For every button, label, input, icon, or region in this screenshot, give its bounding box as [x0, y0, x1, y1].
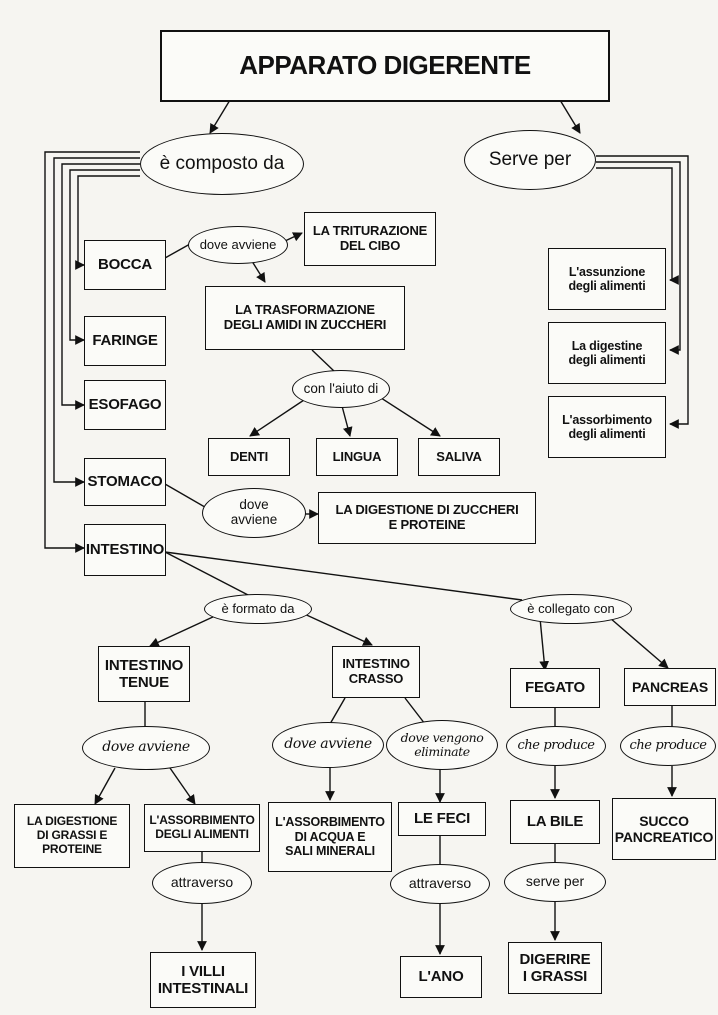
box-feci: LE FECI	[398, 802, 486, 836]
oval-crasso-attraverso: attraverso	[390, 864, 490, 904]
box-fegato: FEGATO	[510, 668, 600, 708]
oval-formato-da: è formato da	[204, 594, 312, 624]
oval-bocca-dove-avviene: dove avviene	[188, 226, 288, 264]
organ-bocca: BOCCA	[84, 240, 166, 290]
box-villi-intestinali: I VILLI INTESTINALI	[150, 952, 256, 1008]
box-assorbimento-acqua: L'ASSORBIMENTO DI ACQUA E SALI MINERALI	[268, 802, 392, 872]
box-bile: LA BILE	[510, 800, 600, 844]
organ-intestino: INTESTINO	[84, 524, 166, 576]
box-succo-pancreatico: SUCCO PANCREATICO	[612, 798, 716, 860]
serve-item-assorbimento: L'assorbimento degli alimenti	[548, 396, 666, 458]
box-digestione-zuccheri: LA DIGESTIONE DI ZUCCHERI E PROTEINE	[318, 492, 536, 544]
box-trasformazione: LA TRASFORMAZIONE DEGLI AMIDI IN ZUCCHER…	[205, 286, 405, 350]
oval-fegato-che-produce: che produce	[506, 726, 606, 766]
box-saliva: SALIVA	[418, 438, 500, 476]
box-digerire-grassi: DIGERIRE I GRASSI	[508, 942, 602, 994]
box-pancreas: PANCREAS	[624, 668, 716, 706]
box-triturazione: LA TRITURAZIONE DEL CIBO	[304, 212, 436, 266]
oval-tenue-dove-avviene: dove avviene	[82, 726, 210, 770]
serve-item-digestione: La digestine degli alimenti	[548, 322, 666, 384]
title-box: APPARATO DIGERENTE	[160, 30, 610, 102]
box-assorbimento-alimenti: L'ASSORBIMENTO DEGLI ALIMENTI	[144, 804, 260, 852]
organ-esofago: ESOFAGO	[84, 380, 166, 430]
oval-stomaco-dove-avviene: dove avviene	[202, 488, 306, 538]
oval-collegato-con: è collegato con	[510, 594, 632, 624]
organ-stomaco: STOMACO	[84, 458, 166, 506]
box-lingua: LINGUA	[316, 438, 398, 476]
oval-crasso-dove-avviene: dove avviene	[272, 722, 384, 768]
box-ano: L'ANO	[400, 956, 482, 998]
oval-fegato-serve-per: serve per	[504, 862, 606, 902]
oval-con-aiuto-di: con l'aiuto di	[292, 370, 390, 408]
box-intestino-tenue: INTESTINO TENUE	[98, 646, 190, 702]
box-digestione-grassi: LA DIGESTIONE DI GRASSI E PROTEINE	[14, 804, 130, 868]
box-intestino-crasso: INTESTINO CRASSO	[332, 646, 420, 698]
box-denti: DENTI	[208, 438, 290, 476]
oval-pancreas-che-produce: che produce	[620, 726, 716, 766]
oval-serve-per: Serve per	[464, 130, 596, 190]
oval-composto-da: è composto da	[140, 133, 304, 195]
serve-item-assunzione: L'assunzione degli alimenti	[548, 248, 666, 310]
organ-faringe: FARINGE	[84, 316, 166, 366]
oval-crasso-dove-vengono: dove vengono eliminate	[386, 720, 498, 770]
oval-tenue-attraverso: attraverso	[152, 862, 252, 904]
